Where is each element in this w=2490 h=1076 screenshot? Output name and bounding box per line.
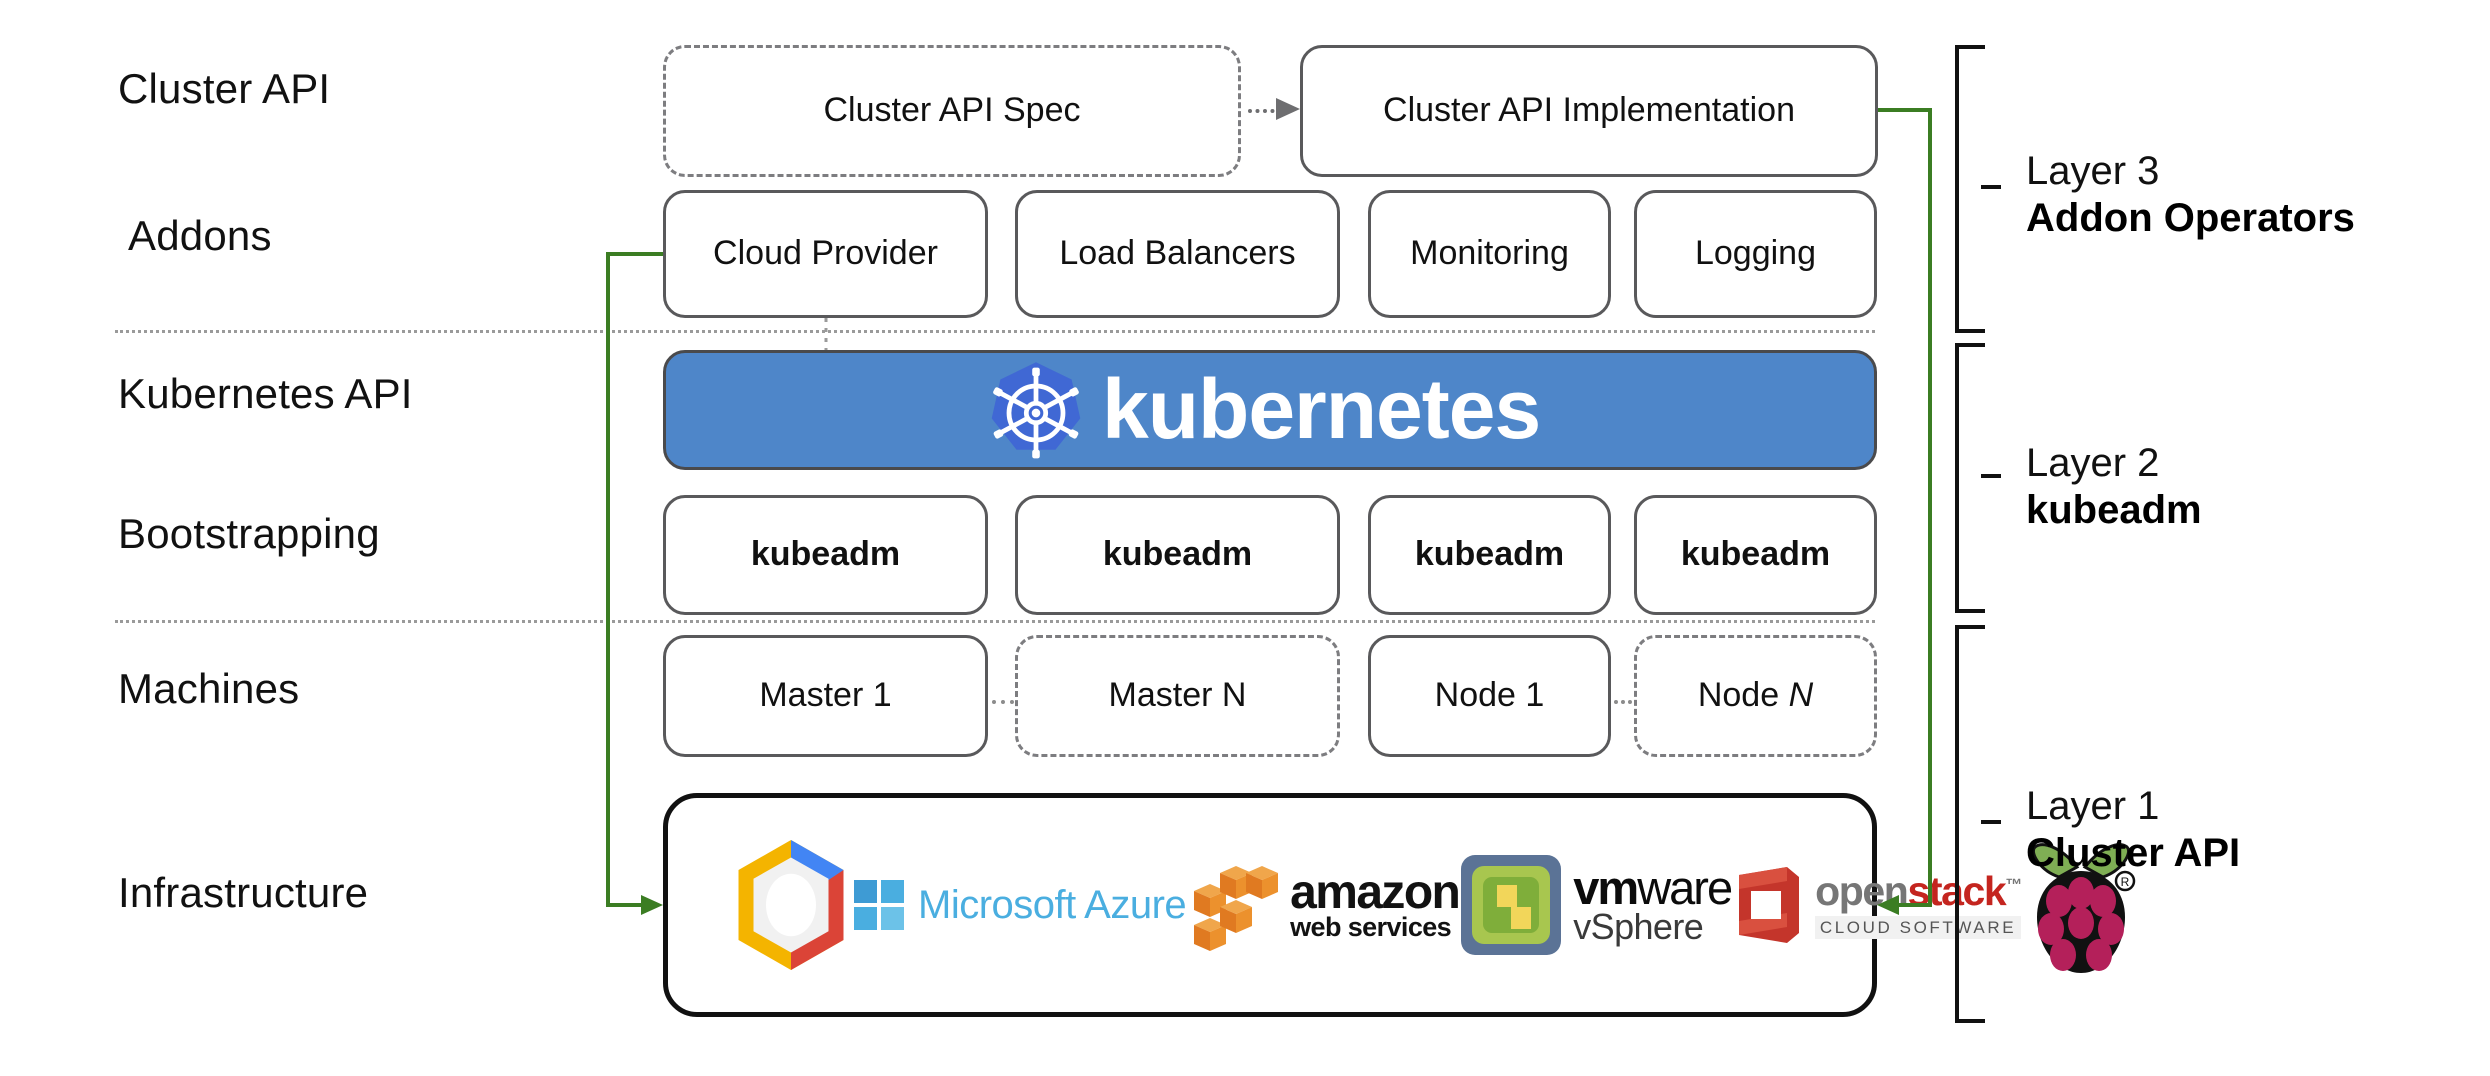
machine-box-node-n[interactable]: Node N [1634, 635, 1877, 757]
machine-box-master-n[interactable]: Master N [1015, 635, 1340, 757]
cluster-api-spec-label: Cluster API Spec [823, 91, 1081, 130]
vmware-label-vm: vm [1573, 861, 1639, 915]
vmware-vsphere-logo: vmware vSphere [1459, 830, 1733, 980]
openstack-label-bottom: CLOUD SOFTWARE [1815, 916, 2021, 939]
row-label-machines: Machines [118, 665, 300, 712]
layer-2-group [1955, 343, 2001, 613]
addon-label-monitoring: Monitoring [1410, 234, 1569, 273]
spec-to-impl-connector [1248, 109, 1282, 113]
layer-2-bracket [1955, 343, 1985, 613]
microsoft-azure-label: Microsoft Azure [918, 882, 1187, 927]
addon-box-monitoring[interactable]: Monitoring [1368, 190, 1611, 318]
layer-1-bracket [1955, 625, 1985, 1023]
kubernetes-banner[interactable]: kubernetes [663, 350, 1877, 470]
bootstrap-box-4[interactable]: kubeadm [1634, 495, 1877, 615]
cloud-provider-to-infrastructure-connector [606, 252, 663, 907]
addon-box-logging[interactable]: Logging [1634, 190, 1877, 318]
kubernetes-helm-wheel-icon [982, 359, 1090, 472]
layer-2-bracket-nub [1981, 474, 2001, 478]
vmware-label-ware: ware [1637, 861, 1733, 915]
node-ellipsis-connector [1614, 700, 1632, 704]
openstack-label-top: openstack™ [1815, 868, 2022, 914]
svg-text:R: R [2121, 875, 2130, 889]
section-divider-lower [115, 620, 1875, 623]
layer-3-label: Layer 3 Addon Operators [2026, 148, 2355, 242]
layer-3-group [1955, 45, 2001, 333]
machine-label-node-1: Node 1 [1434, 676, 1545, 715]
kubernetes-wordmark: kubernetes [1102, 362, 1541, 456]
aws-label-bottom: web services [1290, 911, 1452, 942]
bootstrap-box-1[interactable]: kubeadm [663, 495, 988, 615]
cluster-api-impl-to-infrastructure-connector [1878, 108, 1932, 907]
layer-3-subtitle: Addon Operators [2026, 196, 2355, 241]
left-connector-arrowhead [641, 895, 663, 915]
layer-1-group [1955, 625, 2001, 1023]
row-label-bootstrapping: Bootstrapping [118, 510, 380, 557]
bootstrap-label-3: kubeadm [1414, 535, 1565, 574]
row-label-cluster-api: Cluster API [118, 65, 331, 112]
vmware-label-top: vmware [1573, 864, 1733, 911]
layer-3-title: Layer 3 [2026, 149, 2160, 193]
aws-label-top: amazon [1290, 865, 1461, 919]
layer-2-title: Layer 2 [2026, 441, 2160, 485]
master-ellipsis-connector [992, 700, 1014, 704]
row-label-infrastructure: Infrastructure [118, 869, 369, 916]
machine-label-master-1: Master 1 [759, 676, 892, 715]
google-cloud-logo [728, 830, 854, 980]
vmware-label-bottom: vSphere [1573, 906, 1704, 948]
bootstrap-label-4: kubeadm [1680, 535, 1831, 574]
bootstrap-label-2: kubeadm [1102, 535, 1253, 574]
layer-2-label: Layer 2 kubeadm [2026, 440, 2202, 534]
machine-box-node-1[interactable]: Node 1 [1368, 635, 1611, 757]
row-label-addons: Addons [128, 212, 272, 259]
infrastructure-box[interactable]: Microsoft Azure [663, 793, 2136, 1017]
addon-label-logging: Logging [1694, 234, 1816, 273]
layer-2-subtitle: kubeadm [2026, 488, 2202, 533]
bootstrap-label-1: kubeadm [750, 535, 901, 574]
row-label-kubernetes-api: Kubernetes API [118, 370, 413, 417]
layer-1-subtitle: Cluster API [2026, 831, 2241, 876]
raspberry-pi-logo: R [2021, 830, 2141, 980]
machine-box-master-1[interactable]: Master 1 [663, 635, 988, 757]
layer-1-label: Layer 1 Cluster API [2026, 783, 2240, 877]
addon-box-cloud-provider[interactable]: Cloud Provider [663, 190, 988, 318]
amazon-web-services-logo: amazon web services [1186, 830, 1461, 980]
cluster-api-implementation-label: Cluster API Implementation [1383, 91, 1795, 130]
openstack-trademark-icon: ™ [2005, 875, 2022, 895]
openstack-label-open: open [1815, 868, 1909, 914]
addon-label-load-balancers: Load Balancers [1059, 234, 1296, 273]
addon-box-load-balancers[interactable]: Load Balancers [1015, 190, 1340, 318]
cluster-api-implementation-box[interactable]: Cluster API Implementation [1300, 45, 1878, 177]
machine-label-node-n: Node N [1697, 676, 1814, 715]
layer-1-title: Layer 1 [2026, 784, 2160, 828]
layer-3-bracket [1955, 45, 1985, 333]
layer-1-bracket-nub [1981, 820, 2001, 824]
addon-label-cloud-provider: Cloud Provider [713, 234, 938, 273]
layer-3-bracket-nub [1981, 185, 2001, 189]
bootstrap-box-2[interactable]: kubeadm [1015, 495, 1340, 615]
cluster-api-spec-box[interactable]: Cluster API Spec [663, 45, 1241, 177]
section-divider-upper [115, 330, 1875, 333]
machine-label-node-n-italic: N [1788, 676, 1814, 715]
bootstrap-box-3[interactable]: kubeadm [1368, 495, 1611, 615]
microsoft-azure-logo: Microsoft Azure [854, 830, 1187, 980]
machine-label-master-n: Master N [1108, 676, 1247, 715]
